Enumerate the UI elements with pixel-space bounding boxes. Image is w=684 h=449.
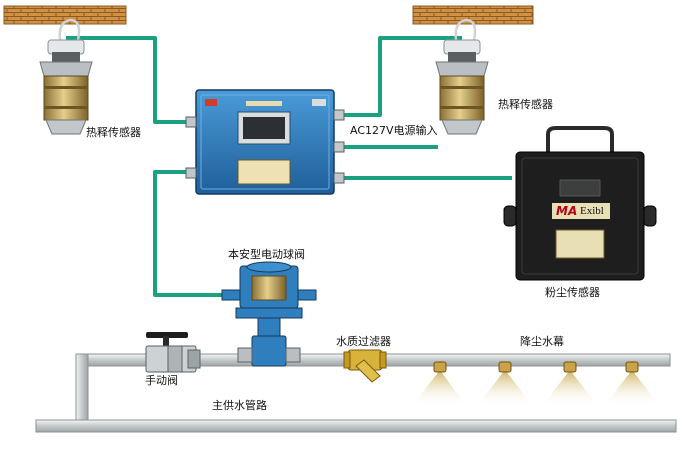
spray-nozzle-1 bbox=[412, 361, 466, 406]
label-heat-sensor-left: 热释传感器 bbox=[86, 126, 141, 139]
spray-nozzles bbox=[412, 361, 660, 406]
label-dust-sensor: 粉尘传感器 bbox=[545, 286, 600, 299]
pipes bbox=[35, 353, 677, 433]
spray-nozzle-2 bbox=[477, 361, 533, 406]
electric-ball-valve bbox=[221, 261, 317, 367]
heat-sensor-left bbox=[39, 18, 93, 135]
dust-sensor bbox=[503, 126, 657, 281]
label-electric-ball-valve: 本安型电动球阀 bbox=[228, 248, 305, 261]
label-dust-curtain: 降尘水幕 bbox=[520, 335, 564, 348]
manual-valve bbox=[145, 332, 201, 373]
exibl-mark: Exibl bbox=[580, 205, 604, 217]
control-box bbox=[185, 89, 345, 195]
ma-mark: MA bbox=[556, 204, 578, 218]
spray-nozzle-3 bbox=[542, 361, 598, 406]
spray-nozzle-4 bbox=[604, 361, 660, 406]
signal-cables bbox=[66, 36, 512, 297]
label-water-filter: 水质过滤器 bbox=[336, 335, 391, 348]
label-power-input: AC127V电源输入 bbox=[350, 124, 438, 137]
brick-wall-left bbox=[3, 5, 127, 25]
label-main-supply-pipe: 主供水管路 bbox=[212, 399, 267, 412]
label-heat-sensor-right: 热释传感器 bbox=[498, 98, 553, 111]
water-filter bbox=[343, 349, 387, 383]
heat-sensor-right bbox=[435, 18, 489, 135]
label-manual-valve: 手动阀 bbox=[145, 374, 178, 387]
